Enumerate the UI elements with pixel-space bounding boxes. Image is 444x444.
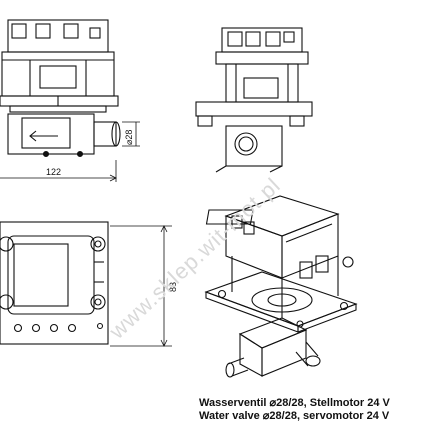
dimension-122 bbox=[0, 160, 117, 182]
dimension-label-122: 122 bbox=[46, 167, 61, 177]
caption-line-german: Wasserventil ⌀28/28, Stellmotor 24 V bbox=[199, 397, 390, 409]
isometric-view bbox=[204, 195, 358, 378]
caption-line-english: Water valve ⌀28/28, servomotor 24 V bbox=[199, 410, 390, 422]
watermark-text: www.sklep.wit-mot.pl bbox=[104, 172, 286, 344]
dimension-label-diameter: ⌀28 bbox=[124, 130, 134, 145]
top-view bbox=[0, 221, 109, 345]
dimension-label-83: 83 bbox=[168, 282, 178, 292]
dimension-83 bbox=[110, 225, 172, 347]
caption: Wasserventil ⌀28/28, Stellmotor 24 V Wat… bbox=[199, 397, 444, 423]
side-view bbox=[0, 19, 121, 158]
front-view bbox=[195, 27, 313, 173]
dimension-diameter bbox=[122, 121, 140, 147]
